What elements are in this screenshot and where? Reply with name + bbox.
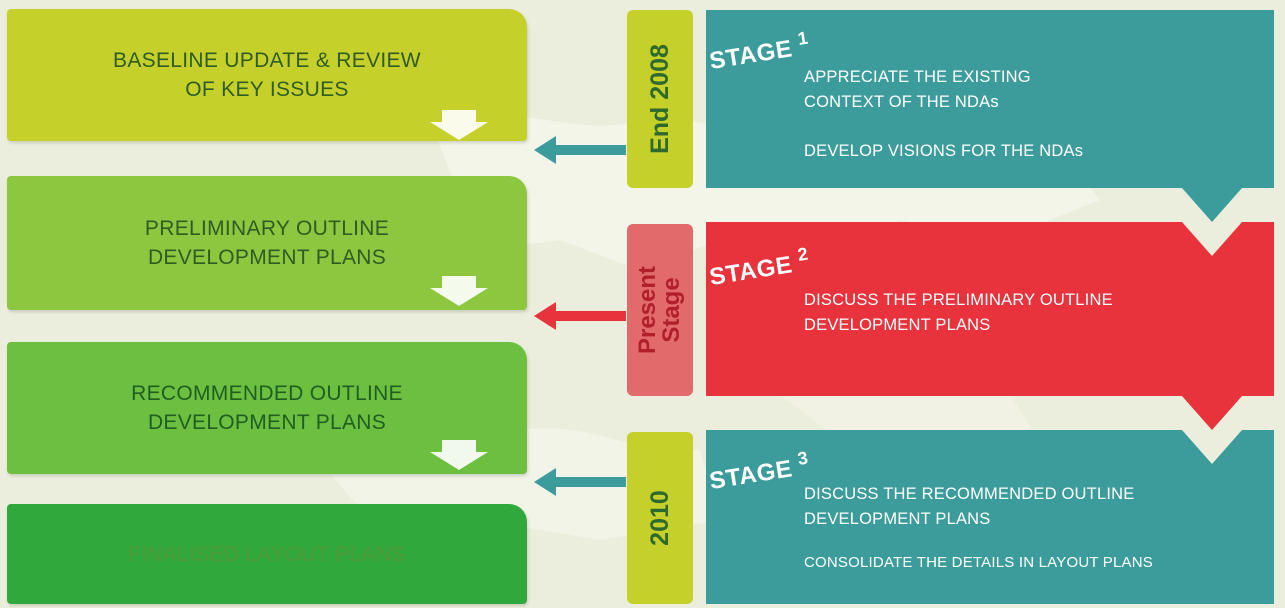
left-arrow-icon (534, 302, 626, 330)
tag-end-2008: End 2008 (627, 10, 693, 188)
step-recommended-label: RECOMMENDED OUTLINE DEVELOPMENT PLANS (131, 382, 403, 434)
stage-1-description: APPRECIATE THE EXISTING CONTEXT OF THE N… (804, 65, 1083, 164)
stage-3-line-2: CONSOLIDATE THE DETAILS IN LAYOUT PLANS (804, 554, 1153, 571)
stage-1-line-2: DEVELOP VISIONS FOR THE NDAs (804, 142, 1084, 160)
stage-2-panel (706, 222, 1274, 430)
stage-2-description: DISCUSS THE PRELIMINARY OUTLINE DEVELOPM… (804, 288, 1113, 338)
step-finalised-label: FINALISED LAYOUT PLANS (128, 542, 406, 566)
tag-present-stage: Present Stage (627, 224, 693, 396)
stage-3-line-1: DISCUSS THE RECOMMENDED OUTLINE DEVELOPM… (804, 485, 1135, 528)
step-preliminary-label: PRELIMINARY OUTLINE DEVELOPMENT PLANS (144, 217, 390, 269)
step-preliminary-plans: PRELIMINARY OUTLINE DEVELOPMENT PLANS (7, 176, 527, 310)
tag-2010: 2010 (627, 432, 693, 604)
stage-3-panel (706, 430, 1274, 604)
tag-end-2008-label: End 2008 (646, 44, 674, 154)
tag-present-stage-label: Present Stage (634, 265, 686, 355)
down-arrow-icon (430, 276, 488, 306)
step-baseline-update: BASELINE UPDATE & REVIEW OF KEY ISSUES (7, 9, 527, 141)
down-arrow-icon (430, 440, 488, 470)
stage-3-description: DISCUSS THE RECOMMENDED OUTLINE DEVELOPM… (804, 482, 1153, 575)
stage-2-line-1: DISCUSS THE PRELIMINARY OUTLINE DEVELOPM… (804, 291, 1113, 334)
left-arrow-icon (534, 468, 626, 496)
stage-1-line-1: APPRECIATE THE EXISTING CONTEXT OF THE N… (804, 68, 1031, 111)
step-finalised-layout: FINALISED LAYOUT PLANS (7, 504, 527, 604)
down-arrow-icon (430, 110, 488, 140)
stage-1-panel (706, 10, 1274, 222)
step-baseline-label: BASELINE UPDATE & REVIEW OF KEY ISSUES (113, 49, 421, 101)
left-arrow-icon (534, 136, 626, 164)
tag-2010-label: 2010 (646, 490, 674, 546)
